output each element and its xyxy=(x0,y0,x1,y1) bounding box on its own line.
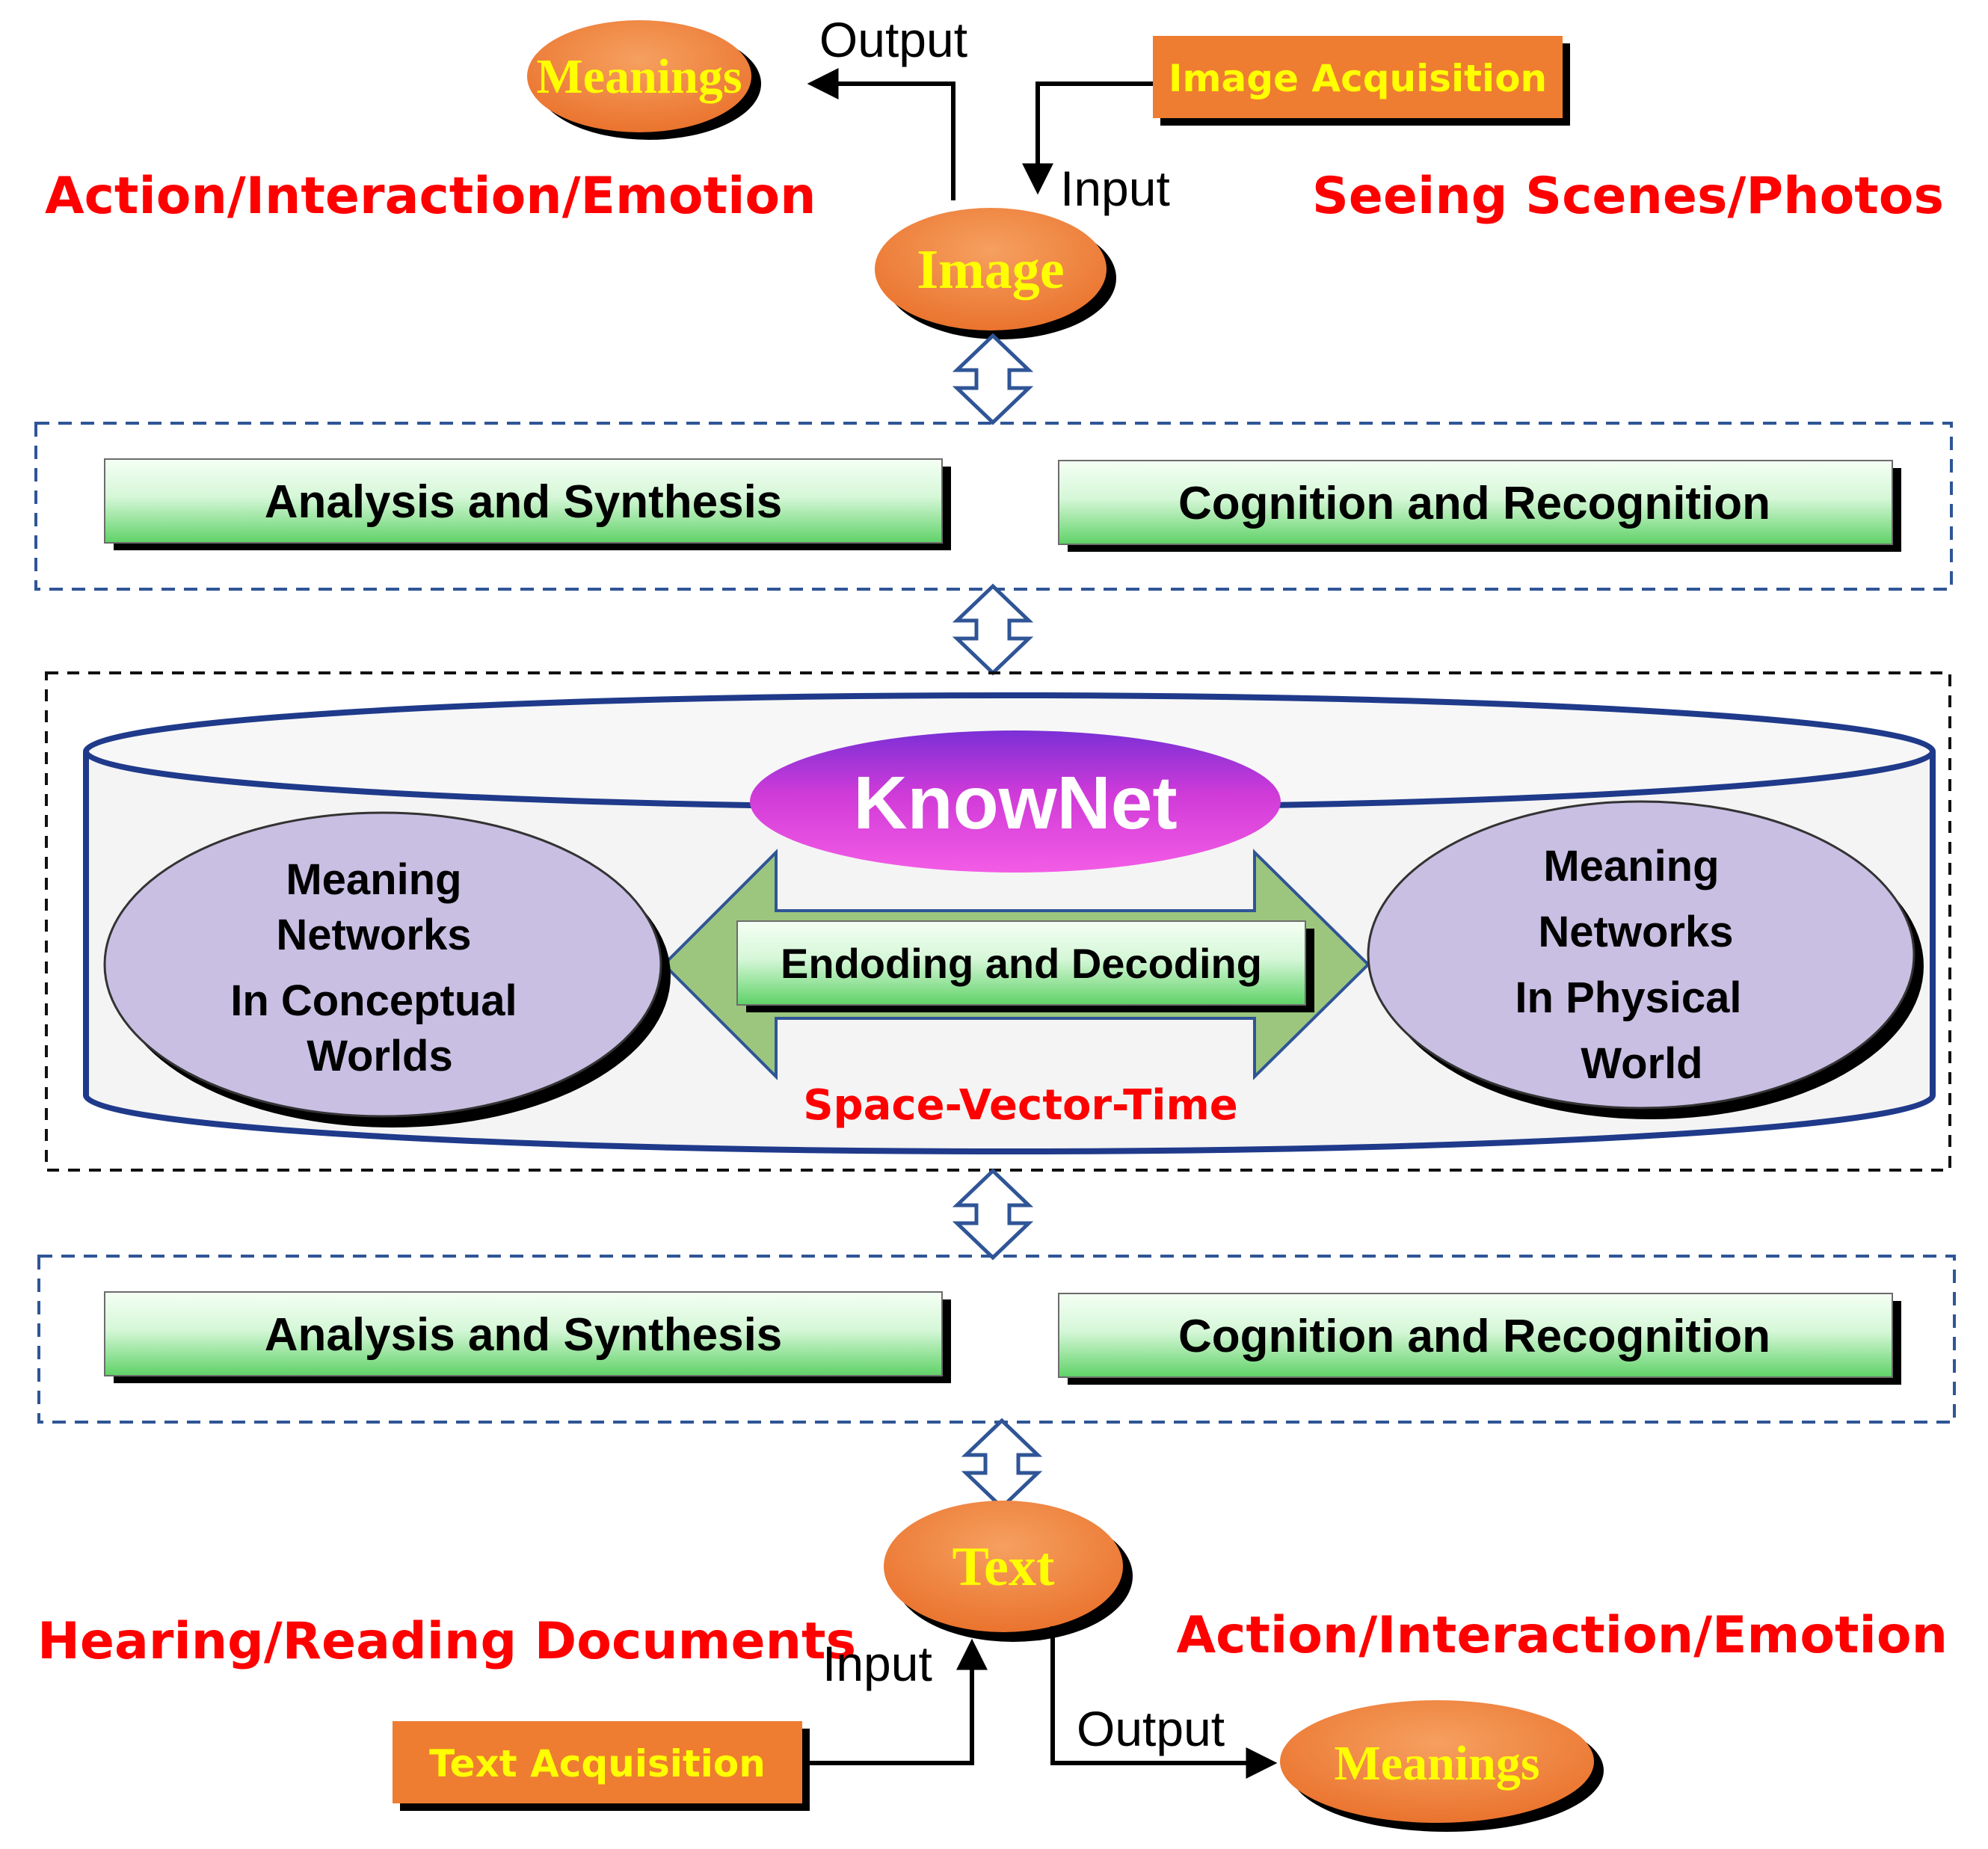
bottom-input-label: Input xyxy=(822,1636,932,1691)
bottom-output-connector xyxy=(1050,1626,1278,1779)
knownet-title-ellipse: KnowNet xyxy=(750,730,1281,873)
physical-line-2: Networks xyxy=(1538,908,1733,956)
upper-analysis-box: Analysis and Synthesis xyxy=(104,458,951,550)
physical-line-4: World xyxy=(1581,1039,1702,1088)
physical-line-3: In Physical xyxy=(1515,973,1741,1022)
knownet-frame xyxy=(45,671,1951,1172)
top-input-connector xyxy=(1022,81,1153,195)
lower-cognition-label: Cognition and Recognition xyxy=(1178,1311,1770,1362)
top-meanings-label: Meanings xyxy=(536,49,742,104)
image-ellipse: Image xyxy=(875,208,1116,339)
bottom-output-label: Output xyxy=(1077,1701,1225,1756)
bottom-meanings-label: Meanings xyxy=(1334,1736,1539,1791)
top-left-caption: Action/Interaction/Emotion xyxy=(45,167,816,226)
text-label: Text xyxy=(952,1536,1054,1598)
double-arrow-2 xyxy=(957,586,1029,673)
upper-cognition-label: Cognition and Recognition xyxy=(1178,478,1770,529)
image-label: Image xyxy=(917,239,1064,301)
physical-line-1: Meaning xyxy=(1543,842,1719,890)
double-arrow-3 xyxy=(957,1171,1029,1258)
bottom-input-connector xyxy=(802,1638,988,1765)
text-ellipse: Text xyxy=(884,1501,1133,1642)
top-output-connector xyxy=(807,68,955,200)
lower-analysis-box: Analysis and Synthesis xyxy=(104,1291,951,1383)
top-output-label: Output xyxy=(819,12,967,67)
conceptual-line-3: In Conceptual xyxy=(230,976,517,1025)
top-input-label: Input xyxy=(1060,161,1170,216)
physical-world-ellipse: Meaning Networks In Physical World xyxy=(1367,800,1924,1119)
top-right-caption: Seeing Scenes/Photos xyxy=(1312,167,1944,226)
lower-layer-frame xyxy=(37,1255,1956,1424)
image-acquisition-box: Image Acquisition xyxy=(1153,36,1570,126)
double-arrow-1 xyxy=(957,336,1029,422)
conceptual-line-2: Networks xyxy=(276,911,471,959)
upper-analysis-label: Analysis and Synthesis xyxy=(265,476,783,528)
physical-world-text: Meaning Networks In Physical World xyxy=(1515,842,1753,1088)
conceptual-worlds-ellipse: Meaning Networks In Conceptual Worlds xyxy=(103,811,671,1127)
space-vector-time-label: Space-Vector-Time xyxy=(803,1081,1238,1130)
conceptual-line-1: Meaning xyxy=(286,855,461,904)
encoding-decoding-box: Endoding and Decoding xyxy=(736,920,1314,1012)
lower-analysis-label: Analysis and Synthesis xyxy=(265,1309,783,1361)
text-acquisition-label: Text Acquisition xyxy=(429,1742,766,1785)
upper-cognition-box: Cognition and Recognition xyxy=(1058,460,1901,552)
knownet-title: KnowNet xyxy=(853,761,1177,845)
lower-cognition-box: Cognition and Recognition xyxy=(1058,1293,1901,1385)
image-acquisition-label: Image Acquisition xyxy=(1169,57,1547,100)
bottom-left-caption: Hearing/Reading Documents xyxy=(37,1612,856,1671)
conceptual-line-4: Worlds xyxy=(307,1032,453,1080)
conceptual-worlds-text: Meaning Networks In Conceptual Worlds xyxy=(230,855,529,1080)
text-acquisition-box: Text Acquisition xyxy=(393,1721,810,1811)
bottom-meanings-ellipse: Meanings xyxy=(1280,1700,1604,1832)
double-arrow-4 xyxy=(966,1421,1038,1507)
bottom-right-caption: Action/Interaction/Emotion xyxy=(1176,1606,1948,1665)
top-meanings-ellipse: Meanings xyxy=(527,20,761,140)
encoding-decoding-label: Endoding and Decoding xyxy=(781,940,1262,987)
